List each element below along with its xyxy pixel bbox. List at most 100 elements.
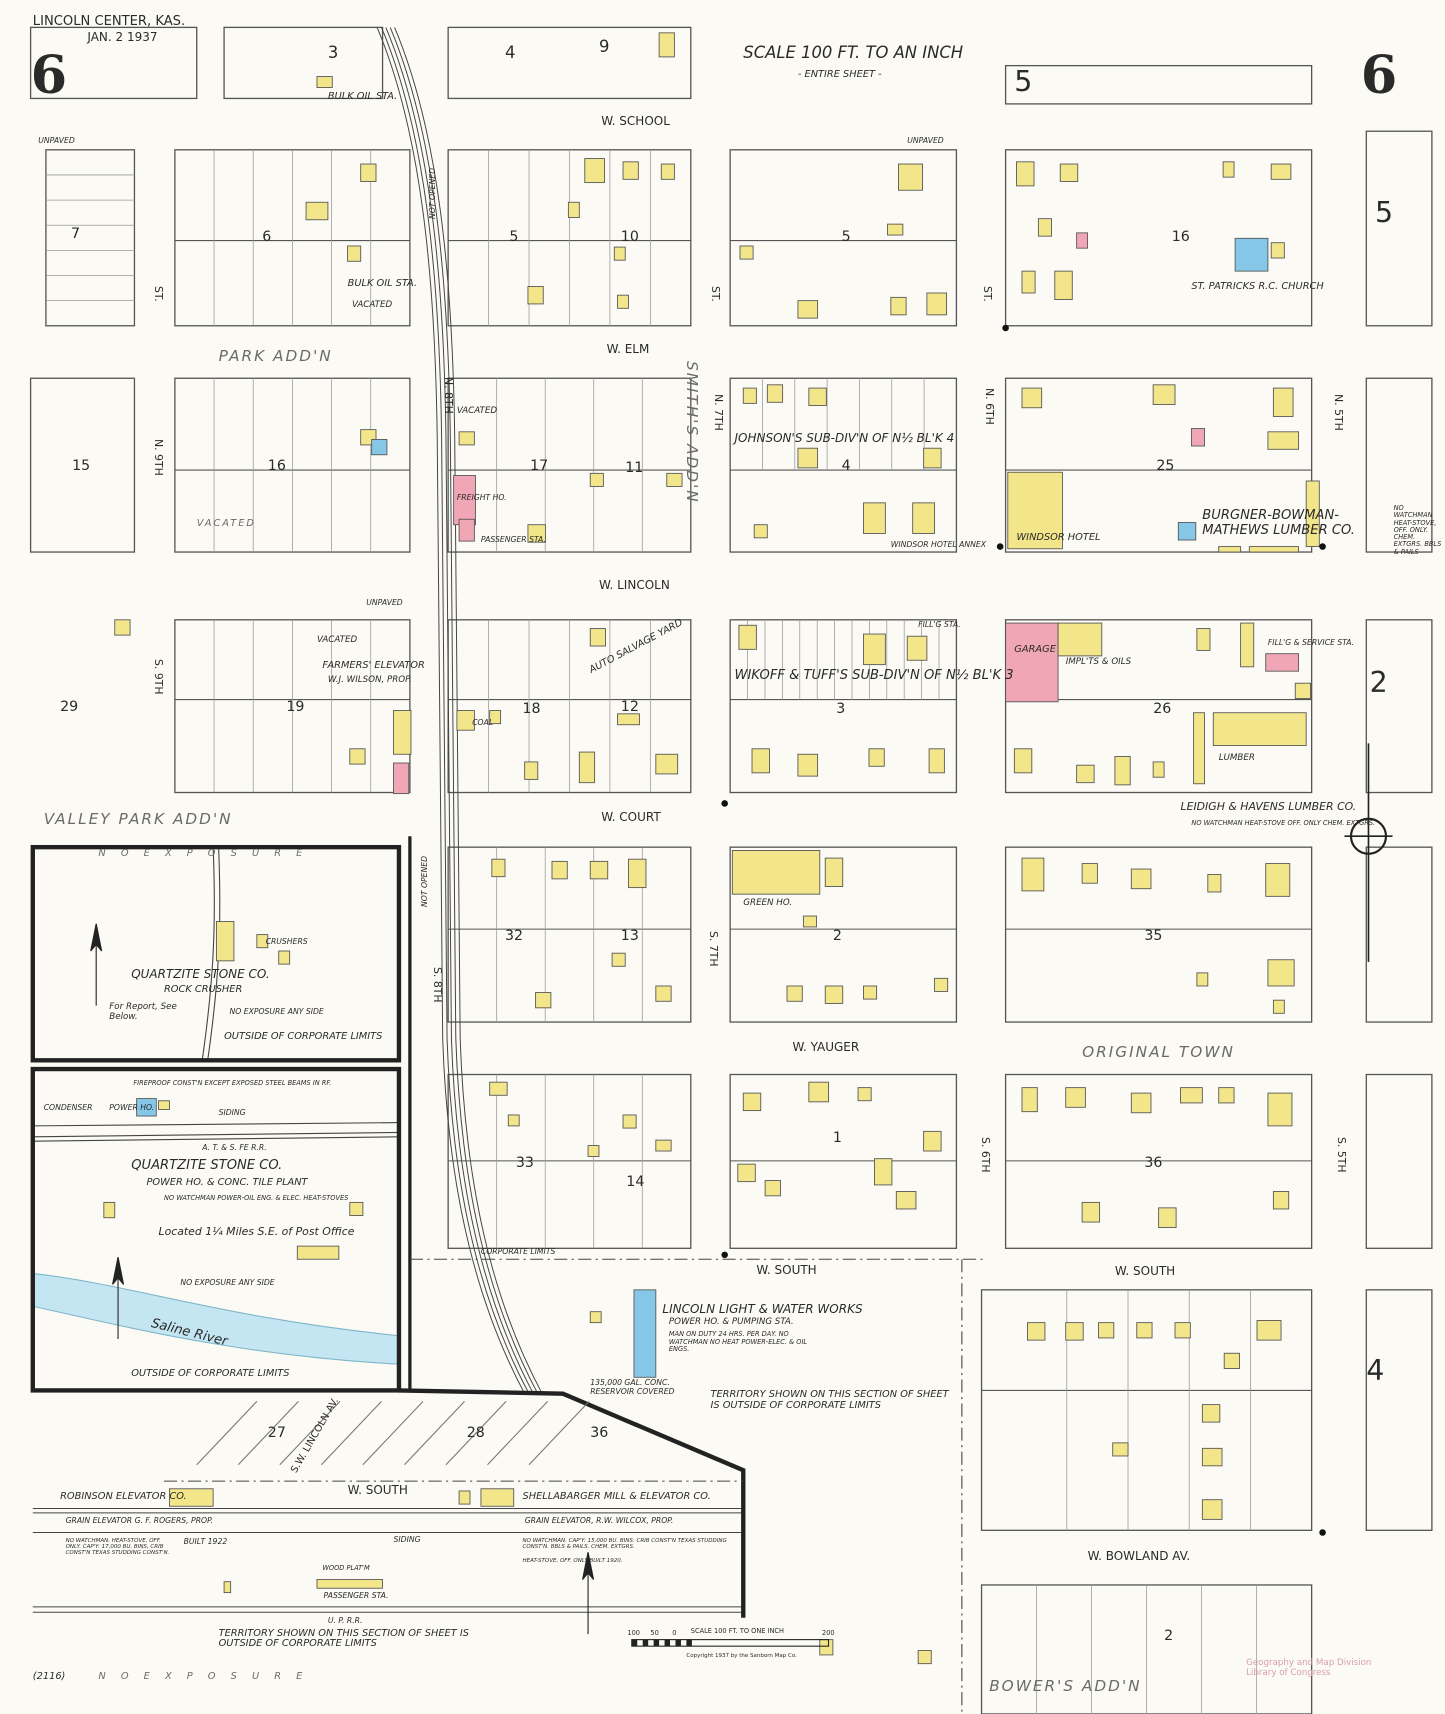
- power-pumping-station: POWER HO. & PUMPING STA.: [668, 1317, 794, 1328]
- building: [898, 163, 923, 191]
- building: [786, 985, 803, 1002]
- building: [589, 1311, 602, 1324]
- leidigh-havens-lumber: LEIDIGH & HAVENS LUMBER CO.: [1180, 800, 1357, 814]
- no-exposure-border-mid: N O E X P O S U R E: [98, 848, 309, 860]
- copyright: Copyright 1937 by the Sanborn Map Co.: [686, 1652, 797, 1659]
- territory-note: TERRITORY SHOWN ON THIS SECTION OF SHEET…: [710, 1389, 949, 1412]
- building: [1021, 387, 1043, 409]
- fire-hydrant: [1002, 324, 1009, 332]
- adjacent-sheet-5: 5: [1014, 64, 1033, 98]
- building: [928, 748, 945, 774]
- st-patricks-church: ST. PATRICKS R.C. CHURCH: [1191, 281, 1324, 292]
- building: [1114, 756, 1131, 786]
- street-n-9th: N. 9TH: [152, 439, 165, 477]
- garage: GARAGE: [1014, 643, 1056, 655]
- addition-bowers: BOWER'S ADD'N: [989, 1676, 1142, 1695]
- scale-bar-segment: [653, 1639, 660, 1647]
- building: [1180, 1087, 1203, 1104]
- freight-house: FREIGHT HO.: [456, 493, 507, 503]
- building: [863, 985, 878, 1000]
- building: [1065, 1322, 1084, 1341]
- city-block: [447, 377, 692, 553]
- scale-tick-0: 0: [672, 1628, 677, 1637]
- building: [1207, 874, 1222, 893]
- building: [923, 447, 942, 469]
- street-st-7th: ST.: [709, 286, 723, 303]
- siding-track: [201, 847, 215, 1061]
- city-block: [1004, 64, 1313, 105]
- building: [1196, 972, 1209, 987]
- building: [666, 472, 683, 487]
- building: [751, 748, 770, 774]
- building: [316, 76, 333, 88]
- building: [168, 1488, 214, 1507]
- city-block: [1004, 619, 1313, 794]
- building: [360, 163, 377, 182]
- block-4: 4: [505, 42, 516, 62]
- building: [655, 1139, 672, 1152]
- shellabarger-elevator: SHELLABARGER MILL & ELEVATOR CO.: [522, 1491, 711, 1502]
- unpaved-label: UNPAVED: [38, 135, 75, 145]
- building: [491, 858, 506, 878]
- building: [926, 292, 948, 316]
- block-15: 15: [72, 458, 91, 475]
- building: [1223, 1352, 1240, 1369]
- building: [1240, 622, 1255, 668]
- building: [611, 952, 626, 967]
- scale-bar-segment: [686, 1639, 692, 1647]
- block-7: 7: [71, 226, 81, 243]
- city-block: [1365, 846, 1433, 1023]
- building: [887, 223, 904, 236]
- watchman-note: NO WATCHMAN POWER-OIL ENG. & ELEC. HEAT-…: [164, 1193, 349, 1202]
- city-block: [1004, 377, 1313, 553]
- block-33: 33: [515, 1155, 534, 1172]
- building: [1265, 863, 1291, 897]
- building: [766, 384, 784, 403]
- city-block: [1365, 1289, 1433, 1531]
- block-18: 18: [522, 700, 541, 717]
- building: [753, 524, 768, 539]
- building: [917, 1650, 932, 1665]
- no-exposure-note: NO EXPOSURE ANY SIDE: [229, 1006, 324, 1016]
- city-block: [1004, 846, 1313, 1023]
- street-w-lincoln: W. LINCOLN: [599, 578, 670, 593]
- block-25: 25: [1156, 458, 1175, 475]
- wood-platform: WOOD PLAT'M: [322, 1564, 370, 1573]
- city-block: [980, 1289, 1313, 1531]
- building: [742, 1092, 762, 1112]
- building: [628, 858, 647, 889]
- compass-rose: [1344, 743, 1393, 962]
- unpaved-label-2: UNPAVED: [907, 135, 944, 145]
- building: [507, 1114, 520, 1127]
- condenser-label: CONDENSER: [43, 1103, 93, 1112]
- building: [1065, 1087, 1086, 1108]
- building: [617, 713, 640, 726]
- railroad-track: [394, 27, 543, 1394]
- inset-frame-tile-plant: [30, 1066, 402, 1393]
- building: [1190, 428, 1205, 447]
- scale-subtitle: - ENTIRE SHEET -: [797, 69, 882, 80]
- street-w-south: W. SOUTH: [756, 1262, 817, 1277]
- building: [906, 635, 928, 661]
- city-block: [1365, 1073, 1433, 1249]
- block-36: 36: [1144, 1155, 1163, 1172]
- building: [535, 992, 552, 1009]
- building: [1248, 546, 1299, 553]
- building: [1201, 1499, 1223, 1520]
- building: [824, 857, 844, 887]
- block-3: 3: [327, 42, 339, 62]
- building: [1037, 218, 1052, 237]
- building: [456, 710, 475, 731]
- building: [349, 748, 366, 765]
- building: [1057, 622, 1103, 657]
- passenger-station: PASSENGER STA.: [480, 534, 546, 544]
- building: [103, 1201, 116, 1219]
- building: [613, 246, 626, 261]
- building: [278, 950, 291, 965]
- crushers-label: CRUSHERS: [265, 936, 308, 946]
- building: [1130, 1092, 1152, 1114]
- outside-corporate-limits-2: OUTSIDE OF CORPORATE LIMITS: [131, 1367, 290, 1379]
- building: [895, 1191, 917, 1210]
- location-note: Located 1¼ Miles S.E. of Post Office: [158, 1225, 355, 1239]
- building: [890, 296, 907, 316]
